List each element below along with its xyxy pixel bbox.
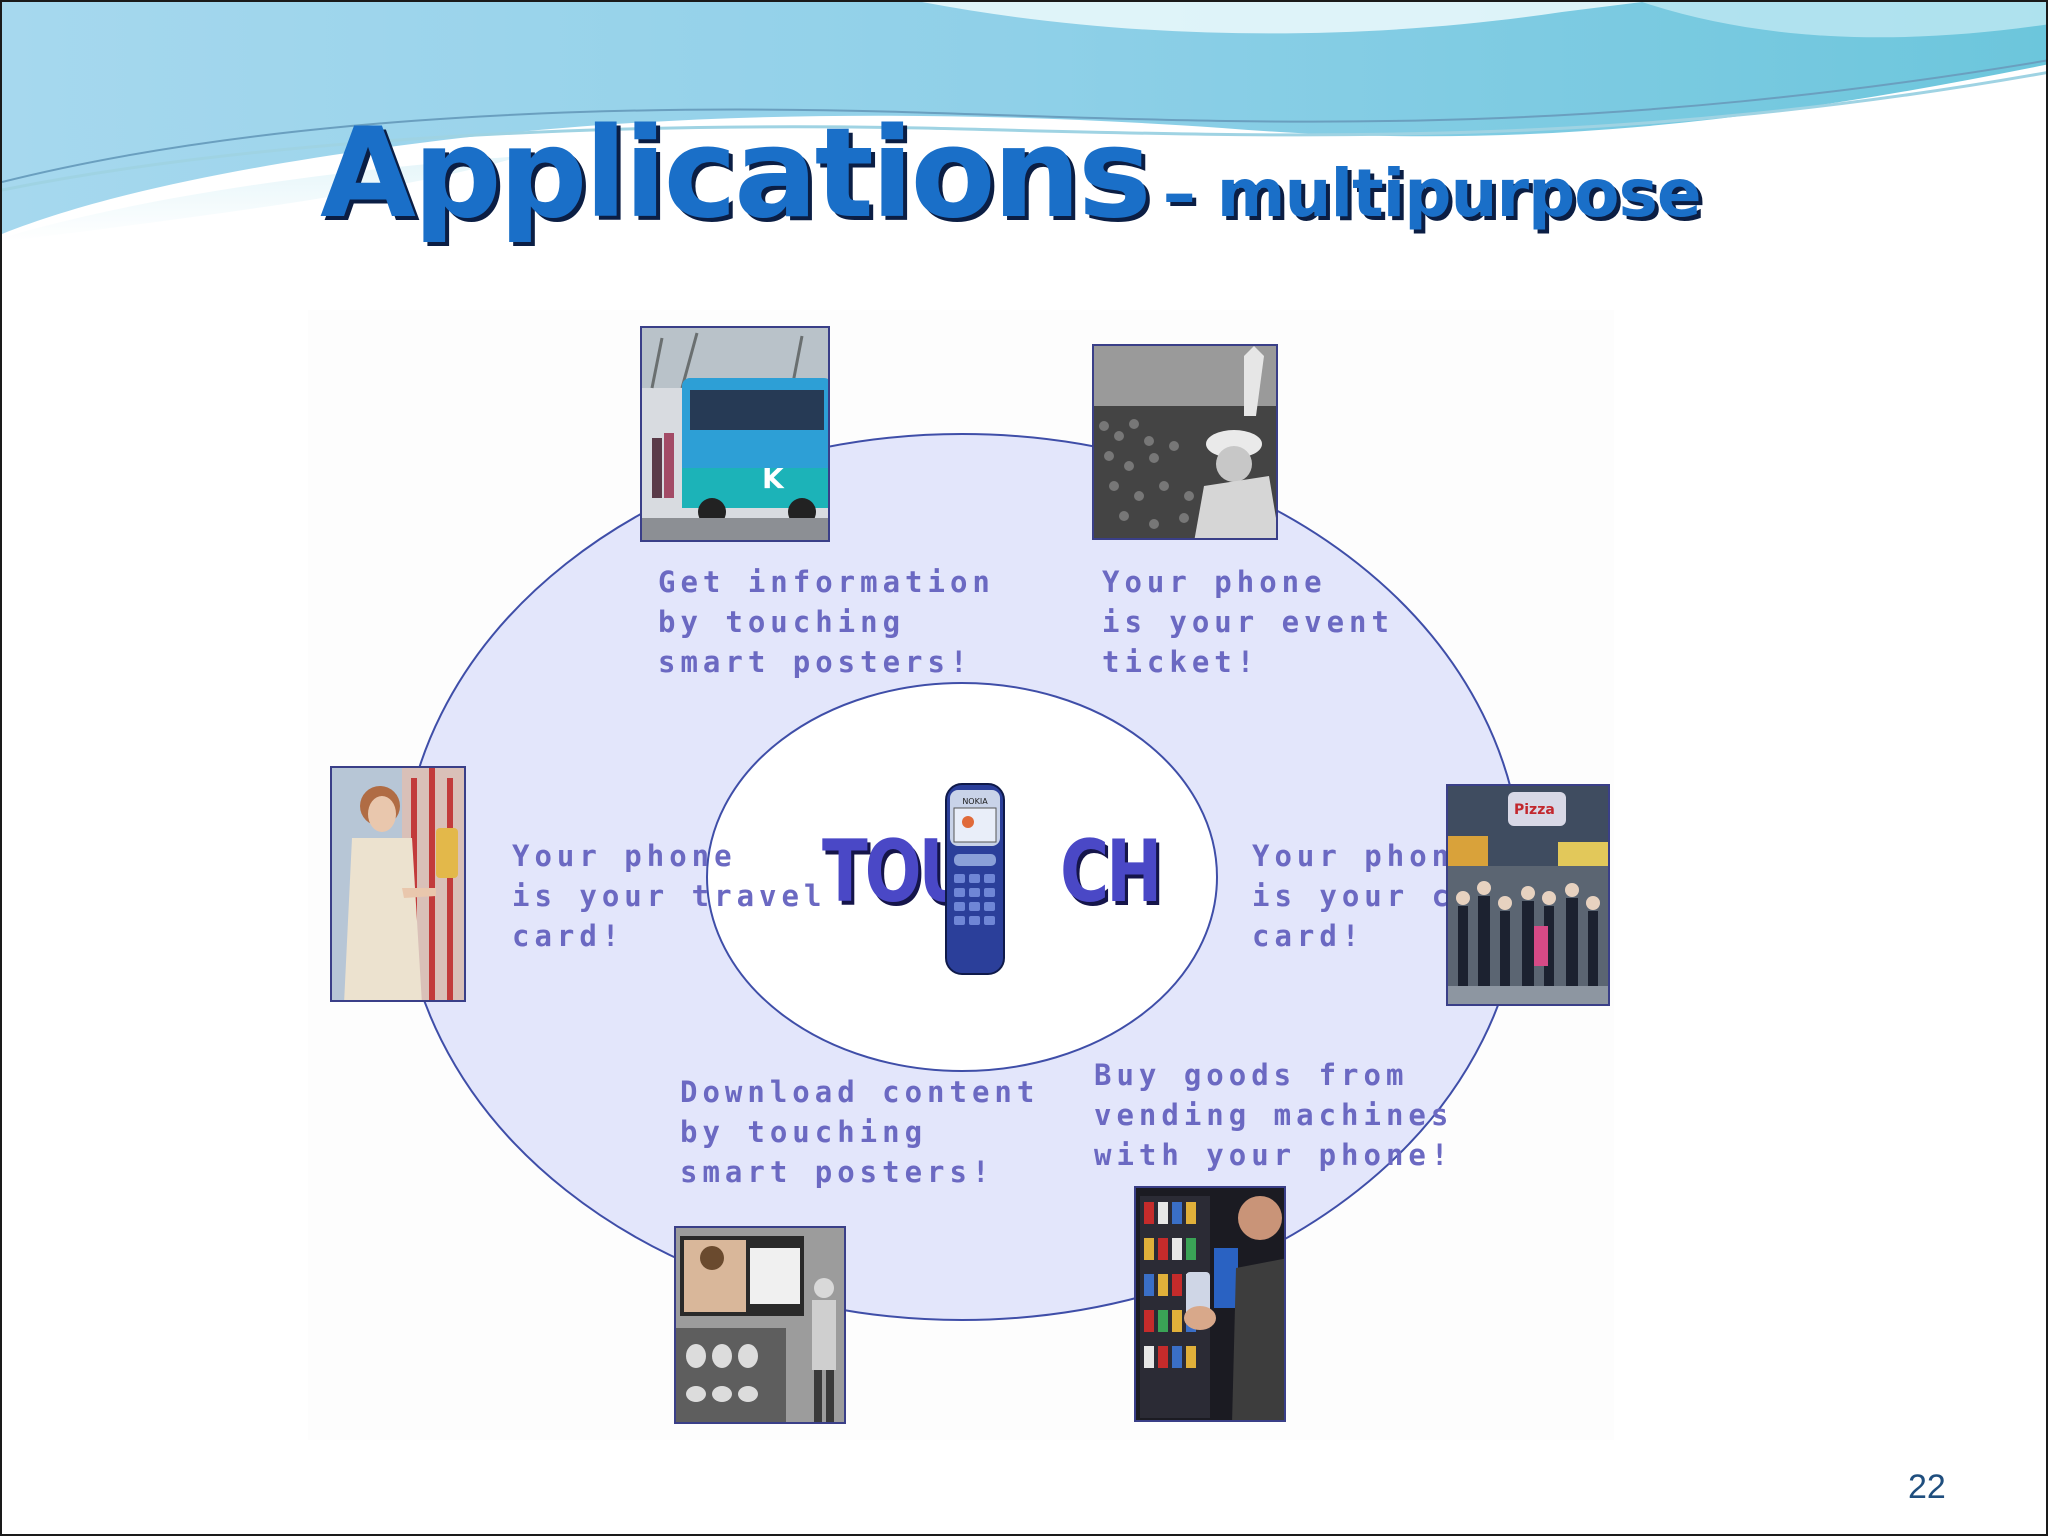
slide-title-main: Applications (320, 102, 1152, 246)
svg-text:K: K (762, 462, 785, 495)
page-number: 22 (1908, 1468, 1946, 1506)
bus-photo: K (640, 326, 830, 542)
vending-machine-photo (1134, 1186, 1286, 1422)
poster-display-photo (674, 1226, 846, 1424)
header-wave-decoration (2, 2, 2046, 242)
slide-title-sub: – multipurpose (1162, 155, 1702, 232)
phone-brand-label: NOKIA (962, 797, 988, 806)
caption-smart-posters-info: Get information by touching smart poster… (658, 565, 995, 679)
caption-download-content: Download content by touching smart poste… (680, 1075, 1040, 1189)
slide-title: Applications– multipurpose (320, 102, 1702, 246)
touch-word-right: CH (1060, 822, 1162, 922)
caption-travel-card: Your phone is your travel card! (512, 839, 827, 953)
svg-text:Pizza: Pizza (1514, 802, 1555, 818)
applications-diagram: Get information by touching smart poster… (308, 310, 1614, 1440)
caption-credit-card: Your phone is your cred card! (1252, 839, 1517, 953)
caption-vending-machines: Buy goods from vending machines with you… (1094, 1058, 1454, 1172)
caption-event-ticket: Your phone is your event ticket! (1102, 565, 1394, 679)
mobile-phone-icon: NOKIA (945, 783, 1005, 975)
tram-passenger-photo (330, 766, 466, 1002)
event-crowd-photo (1092, 344, 1278, 540)
street-shopping-photo: Pizza (1446, 784, 1610, 1006)
